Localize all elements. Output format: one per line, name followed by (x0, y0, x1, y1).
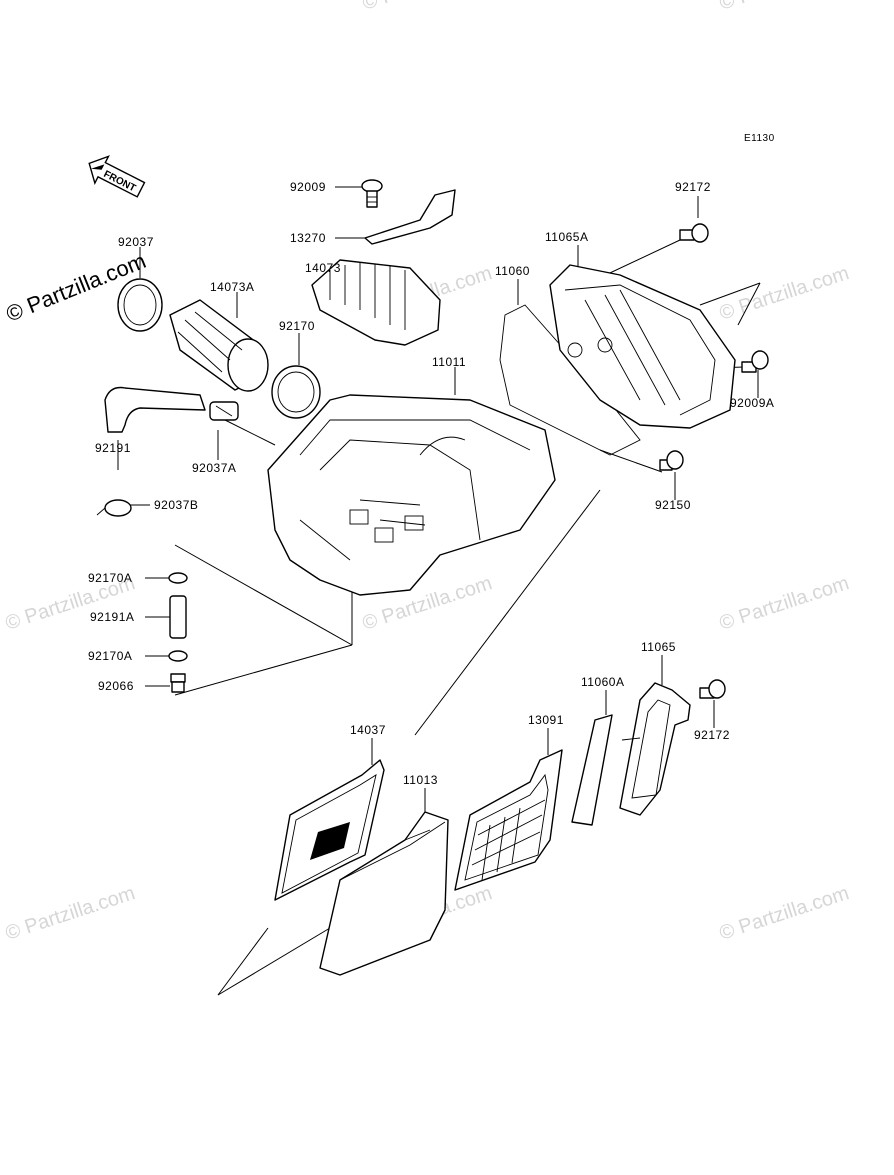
label-92170: 92170 (279, 319, 315, 333)
label-13091: 13091 (528, 713, 564, 727)
label-11013: 11013 (403, 773, 438, 787)
label-14073A: 14073A (210, 280, 254, 294)
gasket-11060-icon (499, 304, 641, 456)
watermark: © Partzilla.com (360, 0, 495, 15)
bolt-92150-icon (659, 450, 684, 471)
hose-92191-icon (104, 386, 206, 433)
label-11060: 11060 (495, 264, 530, 278)
clamp-92037-icon (117, 278, 163, 332)
plug-92066-icon (170, 673, 186, 693)
label-92150: 92150 (655, 498, 691, 512)
label-92037B: 92037B (154, 498, 198, 512)
clip-92037B-icon (96, 499, 132, 517)
bolt-92172-icon (699, 679, 726, 699)
label-92066: 92066 (98, 679, 134, 693)
bracket-13270-icon (364, 189, 456, 245)
gasket-11060A-icon (571, 714, 613, 826)
watermark: © Partzilla.com (717, 882, 852, 945)
screen-13091-icon (454, 749, 563, 891)
label-11011: 11011 (432, 355, 466, 369)
element-frame-14037-icon (274, 759, 385, 901)
element-11013-icon (319, 811, 449, 976)
cover-11065A-icon (549, 264, 736, 429)
intake-14073A-icon (169, 299, 269, 392)
air-box-11011-icon (267, 394, 556, 596)
label-92009: 92009 (290, 180, 326, 194)
watermark: © Partzilla.com (717, 0, 852, 15)
duct-14073-icon (311, 259, 441, 346)
bolt-92009A-icon (741, 350, 769, 373)
hose-92191A-icon (169, 595, 187, 639)
label-92009A: 92009A (730, 396, 774, 410)
front-arrow-icon: FRONT (88, 155, 146, 198)
part-labels: 92009 13270 14073 92172 11065A 11060 920… (88, 180, 774, 787)
clamp-92170A-icon (168, 572, 188, 584)
label-92037A: 92037A (192, 461, 236, 475)
label-11060A: 11060A (581, 675, 624, 689)
label-92172: 92172 (675, 180, 711, 194)
label-92037: 92037 (118, 235, 154, 249)
label-13270: 13270 (290, 231, 326, 245)
label-11065A: 11065A (545, 230, 588, 244)
label-92170A: 92170A (88, 649, 132, 663)
label-11065: 11065 (641, 640, 676, 654)
clip-92037A-icon (209, 401, 239, 421)
clamp-92170-icon (271, 365, 321, 419)
watermark: © Partzilla.com (3, 882, 138, 945)
label-92172: 92172 (694, 728, 730, 742)
screw-92009-icon (361, 179, 383, 208)
cover-plate-11065-icon (619, 682, 691, 816)
watermark: © Partzilla.com (717, 262, 852, 325)
label-92170A: 92170A (88, 571, 132, 585)
watermark: © Partzilla.com (717, 572, 852, 635)
label-92191: 92191 (95, 441, 131, 455)
label-92191A: 92191A (90, 610, 134, 624)
diagram-code: E1130 (744, 133, 775, 144)
label-14073: 14073 (305, 261, 341, 275)
clamp-92170A-icon (168, 650, 188, 662)
label-14037: 14037 (350, 723, 386, 737)
bolt-92172-icon (679, 223, 709, 243)
